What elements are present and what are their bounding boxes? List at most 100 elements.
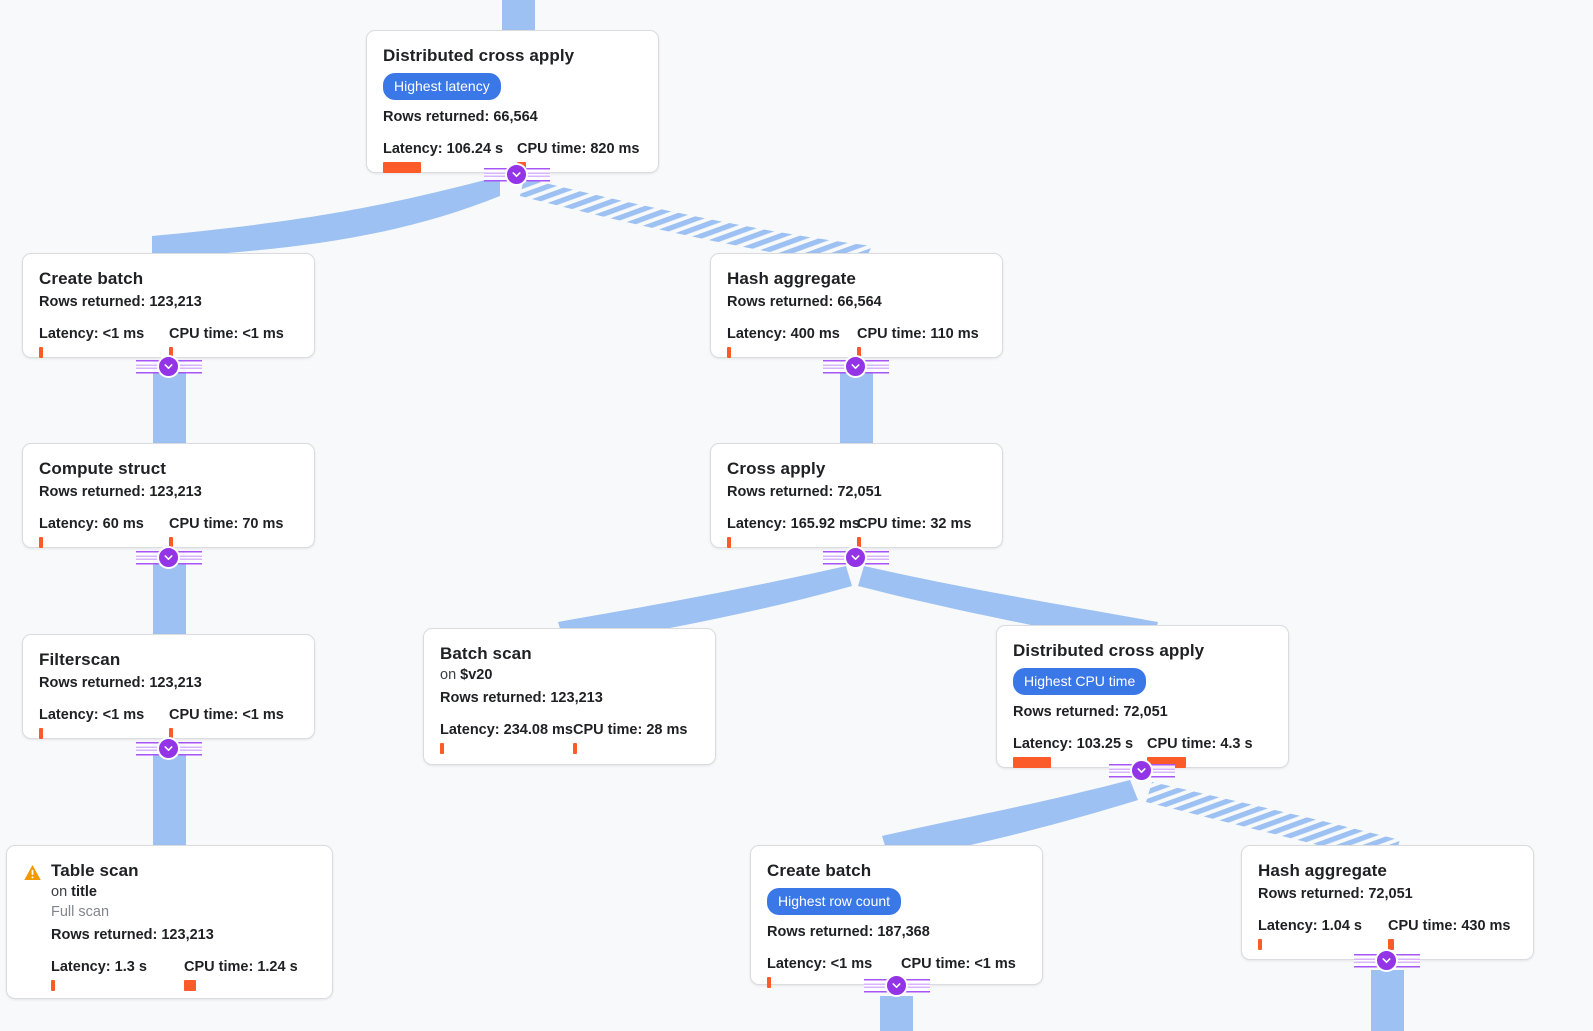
on-prefix: on: [440, 667, 457, 683]
collapse-toggle-compute-struct[interactable]: [157, 546, 180, 569]
latency-metric: Latency: 106.24 s: [383, 140, 517, 173]
latency-metric: Latency: <1 ms: [39, 706, 169, 739]
plan-node-compute-struct[interactable]: Compute struct Rows returned: 123,213 La…: [22, 443, 315, 548]
warning-triangle-icon: [23, 863, 42, 882]
node-metrics: Latency: 1.04 s CPU time: 430 ms: [1258, 917, 1517, 950]
latency-metric: Latency: 165.92 ms: [727, 515, 860, 548]
latency-bar: [1258, 939, 1262, 950]
latency-bar: [1013, 757, 1051, 768]
latency-label: Latency: 234.08 ms: [440, 722, 573, 738]
collapse-toggle-filterscan[interactable]: [157, 737, 180, 760]
latency-label: Latency: 103.25 s: [1013, 736, 1134, 752]
rows-returned: Rows returned: 72,051: [1258, 886, 1413, 902]
cpu-metric: CPU time: <1 ms: [169, 706, 284, 739]
cpu-metric: CPU time: 430 ms: [1388, 917, 1511, 950]
cpu-metric: CPU time: 110 ms: [857, 325, 979, 358]
edge-root-to-create-batch: [152, 176, 500, 258]
plan-node-cross-apply[interactable]: Cross apply Rows returned: 72,051 Latenc…: [710, 443, 1003, 548]
latency-label: Latency: 106.24 s: [383, 141, 504, 157]
collapse-toggle-create-batch-lower[interactable]: [885, 974, 908, 997]
latency-metric: Latency: 103.25 s: [1013, 735, 1147, 768]
collapse-toggle-create-batch[interactable]: [157, 355, 180, 378]
latency-label: Latency: <1 ms: [39, 707, 145, 723]
cpu-bar: [1388, 939, 1394, 950]
cpu-label: CPU time: <1 ms: [169, 707, 284, 723]
edge-distributed-to-create-batch: [882, 780, 1138, 862]
collapse-toggle-distributed-lower[interactable]: [1130, 759, 1153, 782]
latency-metric: Latency: 1.04 s: [1258, 917, 1388, 950]
cpu-bar: [169, 728, 173, 739]
node-title: Hash aggregate: [727, 269, 856, 288]
plan-node-batch-scan[interactable]: Batch scan on $v20 Rows returned: 123,21…: [423, 628, 716, 765]
edge-cross-apply-to-batch-scan: [558, 566, 852, 648]
latency-bar: [383, 162, 421, 173]
node-title: Filterscan: [39, 650, 121, 669]
cpu-label: CPU time: 430 ms: [1388, 918, 1511, 934]
on-prefix: on: [51, 884, 68, 900]
target-name: $v20: [460, 667, 493, 683]
plan-node-create-batch-left[interactable]: Create batch Rows returned: 123,213 Late…: [22, 253, 315, 358]
cpu-label: CPU time: 28 ms: [573, 722, 688, 738]
latency-label: Latency: 60 ms: [39, 516, 144, 532]
latency-metric: Latency: 60 ms: [39, 515, 169, 548]
node-title: Table scan: [51, 861, 139, 880]
latency-label: Latency: 1.3 s: [51, 959, 147, 975]
node-metrics: Latency: 106.24 s CPU time: 820 ms: [383, 140, 642, 173]
rows-returned: Rows returned: 72,051: [727, 484, 882, 500]
latency-label: Latency: 165.92 ms: [727, 516, 860, 532]
node-target: on $v20: [440, 666, 699, 685]
rows-returned: Rows returned: 123,213: [39, 675, 202, 691]
cpu-bar: [169, 347, 173, 358]
rows-returned: Rows returned: 66,564: [727, 294, 882, 310]
cpu-label: CPU time: <1 ms: [901, 956, 1016, 972]
node-title: Cross apply: [727, 459, 826, 478]
plan-node-hash-aggregate-lower[interactable]: Hash aggregate Rows returned: 72,051 Lat…: [1241, 845, 1534, 960]
latency-bar: [767, 977, 771, 988]
latency-metric: Latency: 234.08 ms: [440, 721, 573, 754]
latency-label: Latency: <1 ms: [767, 956, 873, 972]
cpu-bar: [857, 537, 861, 548]
node-metrics: Latency: 60 ms CPU time: 70 ms: [39, 515, 298, 548]
cpu-bar: [169, 537, 173, 548]
cpu-label: CPU time: <1 ms: [169, 326, 284, 342]
node-target: on title: [51, 883, 316, 902]
node-metrics: Latency: 1.3 s CPU time: 1.24 s: [51, 958, 316, 991]
plan-node-distributed-cross-apply-root[interactable]: Distributed cross apply Highest latency …: [366, 30, 659, 173]
cpu-metric: CPU time: <1 ms: [169, 325, 284, 358]
latency-bar: [39, 728, 43, 739]
plan-node-create-batch-lower[interactable]: Create batch Highest row count Rows retu…: [750, 845, 1043, 988]
collapse-toggle-cross-apply[interactable]: [844, 546, 867, 569]
cpu-bar: [184, 980, 196, 991]
latency-bar: [727, 537, 731, 548]
latency-metric: Latency: 1.3 s: [51, 958, 184, 991]
rows-returned: Rows returned: 123,213: [39, 294, 202, 310]
node-metrics: Latency: 165.92 ms CPU time: 32 ms: [727, 515, 986, 548]
rows-returned: Rows returned: 72,051: [1013, 704, 1168, 720]
collapse-toggle-root[interactable]: [505, 163, 528, 186]
node-title: Distributed cross apply: [1013, 641, 1205, 660]
cpu-label: CPU time: 820 ms: [517, 141, 640, 157]
rows-returned: Rows returned: 187,368: [767, 924, 930, 940]
target-name: title: [71, 884, 97, 900]
collapse-toggle-hash-aggregate[interactable]: [844, 355, 867, 378]
plan-node-hash-aggregate-upper[interactable]: Hash aggregate Rows returned: 66,564 Lat…: [710, 253, 1003, 358]
collapse-toggle-hash-aggregate-lower[interactable]: [1375, 949, 1398, 972]
latency-bar: [727, 347, 731, 358]
latency-bar: [39, 537, 43, 548]
plan-node-distributed-cross-apply-lower[interactable]: Distributed cross apply Highest CPU time…: [996, 625, 1289, 768]
node-title: Create batch: [39, 269, 144, 288]
status-badge: Highest row count: [767, 888, 902, 915]
cpu-metric: CPU time: 32 ms: [857, 515, 971, 548]
latency-metric: Latency: <1 ms: [767, 955, 901, 988]
node-metrics: Latency: <1 ms CPU time: <1 ms: [767, 955, 1026, 988]
latency-metric: Latency: 400 ms: [727, 325, 857, 358]
latency-metric: Latency: <1 ms: [39, 325, 169, 358]
cpu-label: CPU time: 32 ms: [857, 516, 972, 532]
plan-node-filterscan[interactable]: Filterscan Rows returned: 123,213 Latenc…: [22, 634, 315, 739]
plan-node-table-scan[interactable]: Table scan on title Full scan Rows retur…: [6, 845, 333, 999]
status-badge: Highest latency: [383, 73, 501, 100]
edge-distributed-to-hash-aggregate: [1146, 782, 1400, 864]
node-title: Hash aggregate: [1258, 861, 1387, 880]
